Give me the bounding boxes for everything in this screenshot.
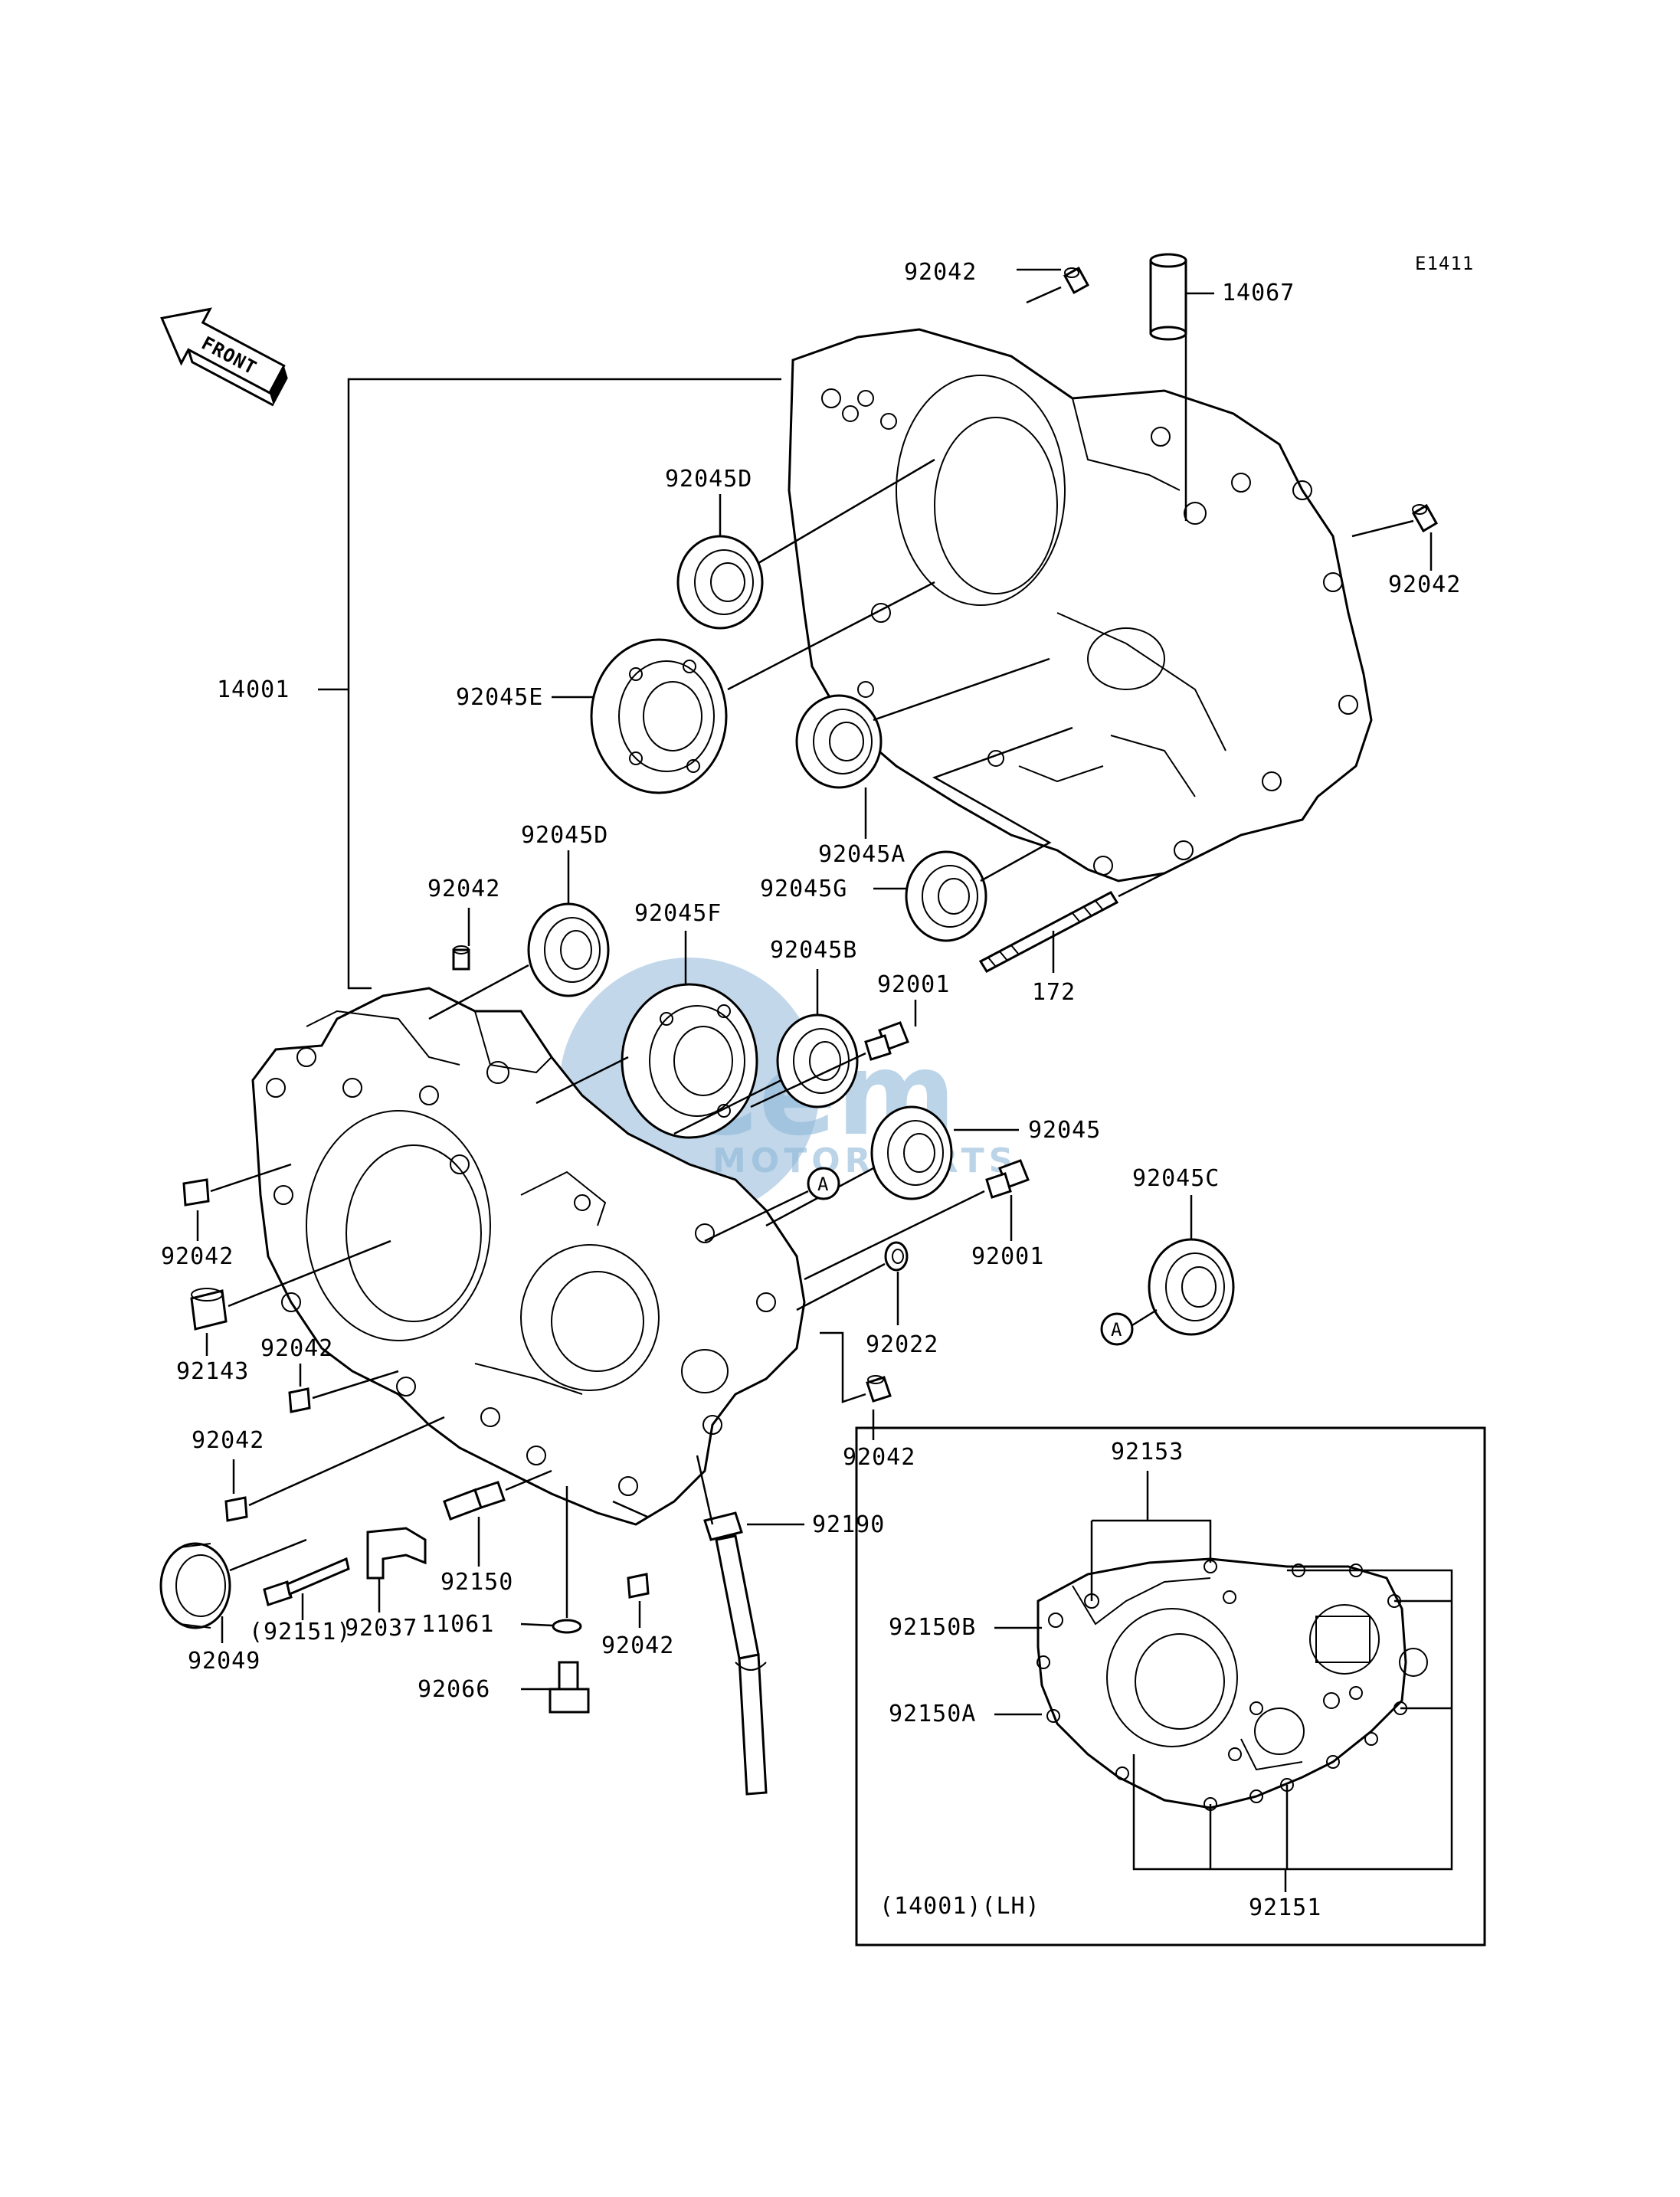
bearing-92045G	[905, 850, 987, 942]
marker-A-1-text: A	[817, 1174, 829, 1195]
stud-172	[978, 891, 1119, 973]
label-92190: 92190	[812, 1511, 885, 1538]
label-92045: 92045	[1028, 1117, 1101, 1144]
label-92042-left3: 92042	[192, 1427, 264, 1454]
sleeve-14067	[1149, 253, 1187, 341]
label-92042-low: 92042	[843, 1444, 915, 1471]
bearing-92045F	[621, 983, 758, 1139]
plug-92001-b	[985, 1159, 1030, 1199]
label-172: 172	[1032, 979, 1076, 1006]
dowel-pin-92042-low	[866, 1375, 892, 1403]
label-92045E: 92045E	[456, 684, 543, 711]
label-14001: 14001	[217, 676, 290, 703]
bearing-92045E	[590, 638, 728, 794]
marker-A-2-text: A	[1111, 1319, 1122, 1341]
dowel-pin-92042-mid	[452, 945, 470, 971]
gasket-11061	[552, 1619, 582, 1634]
label-92042-left1: 92042	[161, 1243, 234, 1270]
label-92049: 92049	[188, 1648, 260, 1675]
inset-panel	[855, 1426, 1486, 1947]
drain-bolt-92066	[549, 1661, 590, 1714]
diagram-code: E1411	[1415, 253, 1474, 274]
label-92042-bottom: 92042	[601, 1632, 674, 1659]
inset-caption: (14001)(LH)	[879, 1893, 1040, 1920]
dowel-pin-92042-left1	[182, 1178, 210, 1207]
bearing-92045D-mid	[527, 902, 610, 997]
label-92045A: 92045A	[818, 841, 905, 868]
label-14067: 14067	[1222, 280, 1295, 306]
left-crankcase	[251, 987, 806, 1526]
dowel-pin-92042-left2	[288, 1387, 311, 1413]
label-92042-left2: 92042	[260, 1335, 333, 1362]
inset-label-92150B: 92150B	[889, 1614, 976, 1641]
bearing-92045B	[776, 1013, 859, 1108]
watermark-sub: MOTORPARTS	[712, 1141, 1017, 1180]
label-92143: 92143	[176, 1358, 249, 1385]
label-92150: 92150	[440, 1569, 513, 1596]
label-92045D-top: 92045D	[665, 466, 752, 493]
dowel-pin-92042-bottom	[627, 1573, 650, 1599]
oil-seal-92049	[159, 1542, 231, 1629]
dowel-pin-92042-left3	[224, 1496, 248, 1522]
label-92045F: 92045F	[634, 900, 722, 927]
dowel-pin-92042-right	[1411, 503, 1439, 533]
dowel-pin-92042-top	[1063, 266, 1090, 295]
label-92045D-mid: 92045D	[521, 822, 608, 849]
label-92045C: 92045C	[1132, 1165, 1220, 1192]
leader-14001	[347, 378, 781, 990]
label-11061: 11061	[421, 1611, 494, 1638]
bearing-92045C	[1148, 1238, 1235, 1336]
marker-A-1: A	[807, 1167, 840, 1200]
washer-92022	[884, 1241, 909, 1272]
label-92022: 92022	[866, 1331, 938, 1358]
inset-label-92153: 92153	[1111, 1439, 1184, 1465]
label-92042-top: 92042	[904, 259, 977, 286]
clamp-92037	[366, 1527, 427, 1580]
hose-92190	[703, 1511, 768, 1796]
bushing-92143	[190, 1288, 228, 1331]
label-92037: 92037	[345, 1615, 418, 1642]
label-92045G: 92045G	[760, 876, 847, 902]
label-92001-a: 92001	[877, 971, 950, 998]
inset-label-92151: 92151	[1249, 1894, 1321, 1921]
bearing-92045A	[795, 694, 883, 789]
label-92042-mid: 92042	[427, 876, 500, 902]
bearing-92045	[870, 1105, 953, 1200]
label-92045B: 92045B	[770, 937, 857, 964]
front-arrow-icon: FRONT	[160, 307, 288, 407]
label-92042-right: 92042	[1388, 571, 1461, 598]
right-crankcase	[788, 328, 1373, 882]
bearing-92045D-top	[676, 535, 764, 630]
marker-A-2: A	[1100, 1312, 1134, 1346]
inset-label-92150A: 92150A	[889, 1701, 976, 1727]
label-92066: 92066	[418, 1676, 490, 1703]
fitting-92150	[443, 1481, 506, 1521]
label-92001-b: 92001	[971, 1243, 1044, 1270]
bolt-92151	[263, 1557, 350, 1606]
plug-92001-a	[864, 1021, 909, 1061]
label-92151-paren: (92151)	[249, 1619, 351, 1645]
